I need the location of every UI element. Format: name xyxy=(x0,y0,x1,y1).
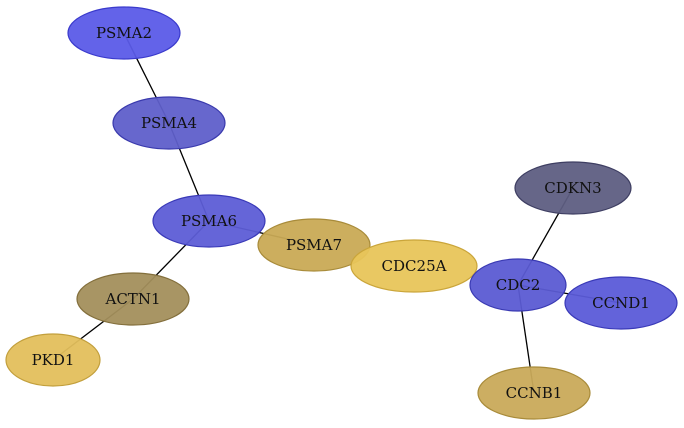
node-cdc25a[interactable]: CDC25A xyxy=(350,239,478,293)
node-ellipse[interactable] xyxy=(564,276,678,330)
node-label: CCNB1 xyxy=(506,384,563,402)
node-label: PSMA2 xyxy=(96,24,152,42)
node-label: CDC25A xyxy=(382,257,447,275)
node-ellipse[interactable] xyxy=(257,218,371,272)
node-cdkn3[interactable]: CDKN3 xyxy=(514,161,632,215)
node-label: CDC2 xyxy=(496,276,541,294)
node-psma2[interactable]: PSMA2 xyxy=(67,6,181,60)
edges-layer xyxy=(52,32,622,394)
node-ellipse[interactable] xyxy=(350,239,478,293)
node-ellipse[interactable] xyxy=(477,366,591,420)
node-pkd1[interactable]: PKD1 xyxy=(5,333,101,387)
node-label: PKD1 xyxy=(32,351,75,369)
node-ellipse[interactable] xyxy=(5,333,101,387)
node-ccnd1[interactable]: CCND1 xyxy=(564,276,678,330)
node-ellipse[interactable] xyxy=(514,161,632,215)
node-cdc2[interactable]: CDC2 xyxy=(469,258,567,312)
node-ellipse[interactable] xyxy=(112,96,226,150)
node-label: PSMA6 xyxy=(181,212,237,230)
node-psma7[interactable]: PSMA7 xyxy=(257,218,371,272)
node-label: ACTN1 xyxy=(105,290,161,308)
node-ellipse[interactable] xyxy=(67,6,181,60)
node-psma4[interactable]: PSMA4 xyxy=(112,96,226,150)
node-actn1[interactable]: ACTN1 xyxy=(76,272,190,326)
node-ellipse[interactable] xyxy=(76,272,190,326)
node-psma6[interactable]: PSMA6 xyxy=(152,194,266,248)
node-label: CCND1 xyxy=(592,294,650,312)
node-label: PSMA4 xyxy=(141,114,197,132)
node-label: PSMA7 xyxy=(286,236,342,254)
node-ccnb1[interactable]: CCNB1 xyxy=(477,366,591,420)
node-ellipse[interactable] xyxy=(152,194,266,248)
node-ellipse[interactable] xyxy=(469,258,567,312)
node-label: CDKN3 xyxy=(544,179,601,197)
